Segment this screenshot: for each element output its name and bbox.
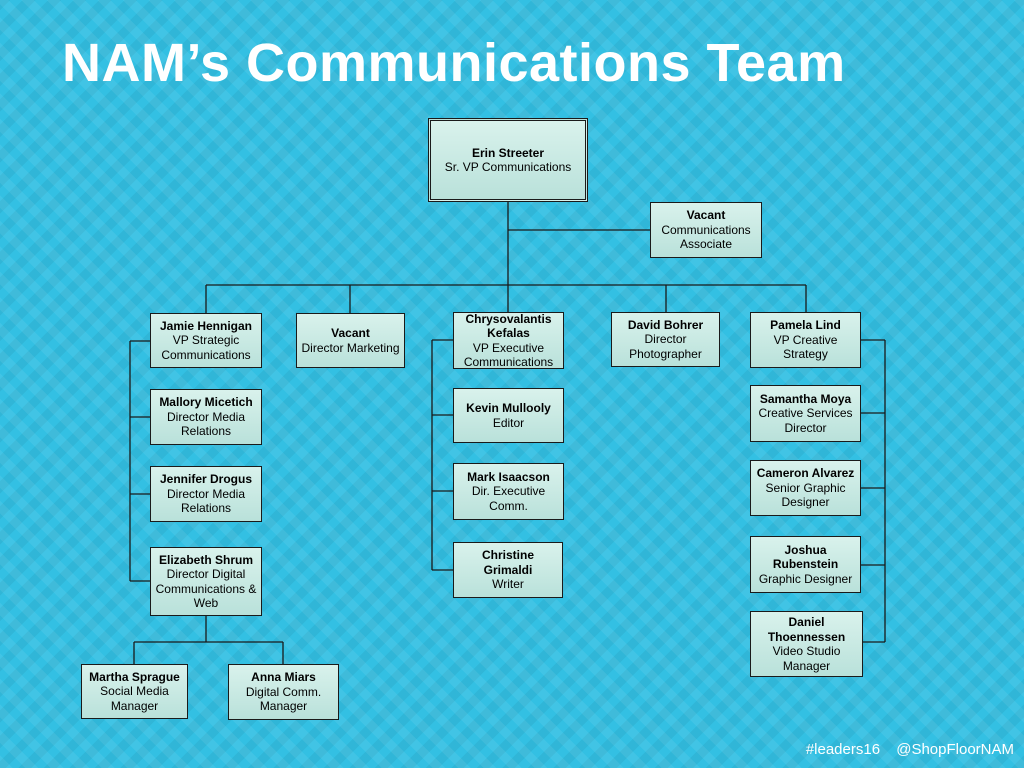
org-box-joshua-rubenstein: Joshua Rubenstein Graphic Designer: [750, 536, 861, 593]
person-name: David Bohrer: [627, 317, 704, 332]
org-box-david-bohrer: David Bohrer Director Photographer: [611, 312, 720, 367]
org-box-pamela-lind: Pamela Lind VP Creative Strategy: [750, 312, 861, 368]
person-role: Director Marketing: [301, 340, 400, 355]
person-name: Daniel Thoennessen: [767, 615, 846, 644]
person-role: Social Media Manager: [100, 684, 169, 713]
person-name: Jennifer Drogus: [159, 472, 252, 487]
person-name: Anna Miars: [251, 670, 316, 685]
org-box-cameron-alvarez: Cameron Alvarez Senior Graphic Designer: [750, 460, 861, 516]
person-name: Martha Sprague: [89, 669, 180, 684]
person-name: Erin Streeter: [471, 145, 545, 160]
person-role: Graphic Designer: [758, 571, 853, 586]
person-role: Director Media Relations: [166, 486, 246, 516]
person-name: Elizabeth Shrum: [158, 552, 253, 567]
person-role: Creative Services Director: [758, 406, 853, 435]
twitter-handle-text: @ShopFloorNAM: [896, 741, 1014, 758]
person-name: Samantha Moya: [759, 391, 852, 406]
person-name: Jamie Hennigan: [159, 318, 253, 333]
org-box-samantha-moya: Samantha Moya Creative Services Director: [750, 385, 861, 442]
hashtag-text: #leaders16: [805, 741, 881, 758]
person-role: VP Creative Strategy: [773, 332, 838, 362]
page-title: NAM’s Communications Team: [62, 33, 846, 93]
person-role: Sr. VP Communications: [444, 160, 572, 174]
org-box-jennifer-drogus: Jennifer Drogus Director Media Relations: [150, 466, 262, 522]
person-role: VP Strategic Communications: [161, 333, 251, 362]
org-box-mallory-micetich: Mallory Micetich Director Media Relation…: [150, 389, 262, 445]
org-box-daniel-thoennessen: Daniel Thoennessen Video Studio Manager: [750, 611, 863, 677]
person-name: Kevin Mullooly: [466, 401, 551, 415]
person-name: Vacant: [686, 208, 726, 223]
person-name: Vacant: [331, 326, 370, 340]
person-name: Joshua Rubenstein: [772, 542, 839, 572]
person-role: VP Executive Communications: [463, 340, 554, 370]
person-role: Senior Graphic Designer: [765, 480, 846, 510]
person-role: Editor: [492, 415, 525, 430]
org-box-communications-associate: Vacant Communications Associate: [650, 202, 762, 258]
person-name: Christine Grimaldi: [481, 548, 534, 577]
person-role: Director Photographer: [629, 332, 702, 361]
org-box-mark-isaacson: Mark Isaacson Dir. Executive Comm.: [453, 463, 564, 520]
person-role: Communications Associate: [661, 222, 751, 252]
person-name: Mallory Micetich: [159, 395, 253, 410]
person-role: Digital Comm. Manager: [245, 684, 322, 714]
person-role: Director Digital Communications & Web: [155, 567, 257, 610]
person-name: Pamela Lind: [770, 318, 841, 333]
person-role: Video Studio Manager: [772, 644, 841, 673]
person-role: Director Media Relations: [166, 409, 246, 439]
org-box-chrysovalantis-kefalas: Chrysovalantis Kefalas VP Executive Comm…: [453, 312, 564, 369]
org-box-martha-sprague: Martha Sprague Social Media Manager: [81, 664, 188, 719]
org-box-erin-streeter: Erin Streeter Sr. VP Communications: [428, 118, 588, 202]
org-box-elizabeth-shrum: Elizabeth Shrum Director Digital Communi…: [150, 547, 262, 616]
person-role: Writer: [492, 577, 524, 592]
person-role: Dir. Executive Comm.: [471, 484, 546, 513]
footer: #leaders16 @ShopFloorNAM: [806, 741, 1014, 758]
org-box-anna-miars: Anna Miars Digital Comm. Manager: [228, 664, 339, 720]
org-box-jamie-hennigan: Jamie Hennigan VP Strategic Communicatio…: [150, 313, 262, 368]
org-box-christine-grimaldi: Christine Grimaldi Writer: [453, 542, 563, 598]
person-name: Mark Isaacson: [467, 469, 550, 484]
person-name: Cameron Alvarez: [756, 466, 855, 481]
person-name: Chrysovalantis Kefalas: [465, 311, 552, 341]
org-box-director-marketing: Vacant Director Marketing: [296, 313, 405, 368]
org-box-kevin-mullooly: Kevin Mullooly Editor: [453, 388, 564, 443]
